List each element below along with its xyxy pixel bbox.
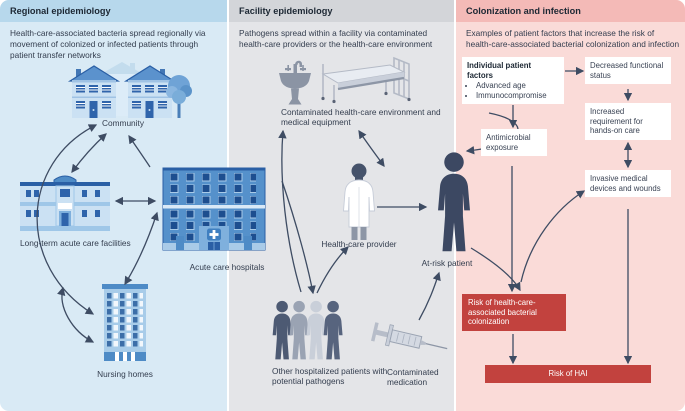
facility-description: Pathogens spread within a facility via c…	[239, 28, 433, 49]
long-term-care-icon	[20, 175, 110, 231]
individual-factors-list: Advanced age Immunocompromise	[476, 81, 559, 100]
nursing-home-label: Nursing homes	[97, 369, 153, 379]
community-label: Community	[102, 118, 144, 128]
hospitalized-patients-icon	[272, 300, 343, 360]
individual-factors-title: Individual patient factors	[467, 61, 532, 80]
at-risk-patient-icon	[438, 152, 470, 252]
increased-care-box: Increased requirement for hands-on care	[585, 103, 671, 140]
right-house	[123, 65, 177, 118]
healthcare-provider-icon	[343, 163, 375, 240]
invasive-devices-box: Invasive medical devices and wounds	[585, 170, 671, 197]
left-house	[67, 65, 121, 118]
antimicrobial-box: Antimicrobial exposure	[481, 129, 547, 156]
acute-hospital-label: Acute care hospitals	[189, 262, 265, 272]
individual-factors-box: Individual patient factors Advanced age …	[462, 57, 564, 104]
regional-description: Health-care-associated bacteria spread r…	[10, 28, 206, 60]
tree-icon	[166, 75, 192, 118]
other-patients-label: Other hospitalized patients with potenti…	[272, 366, 388, 387]
colonization-header: Colonization and infection	[456, 0, 685, 22]
acute-hospital-icon	[162, 167, 266, 251]
community-icon	[67, 62, 177, 118]
patient-label: At-risk patient	[421, 258, 473, 268]
factor-immunocompromise: Immunocompromise	[476, 91, 559, 101]
provider-label: Health-care provider	[321, 239, 397, 249]
medication-label: Contaminated medication	[387, 367, 439, 388]
factor-advanced-age: Advanced age	[476, 81, 559, 91]
facility-header: Facility epidemiology	[229, 0, 454, 22]
long-term-care-label: Long-term acute care facilities	[20, 238, 131, 248]
hospital-bed-icon	[321, 56, 411, 104]
colonization-description: Examples of patient factors that increas…	[466, 28, 680, 49]
syringe-icon	[371, 322, 448, 350]
decreased-status-box: Decreased functional status	[585, 57, 671, 84]
colonization-risk-box: Risk of health-care-associated bacterial…	[462, 294, 566, 332]
hai-risk-box: Risk of HAI	[485, 365, 651, 383]
nursing-home-icon	[102, 284, 148, 361]
sink-icon	[279, 60, 311, 105]
environment-label: Contaminated health-care environment and…	[281, 107, 441, 128]
regional-header: Regional epidemiology	[0, 0, 227, 22]
